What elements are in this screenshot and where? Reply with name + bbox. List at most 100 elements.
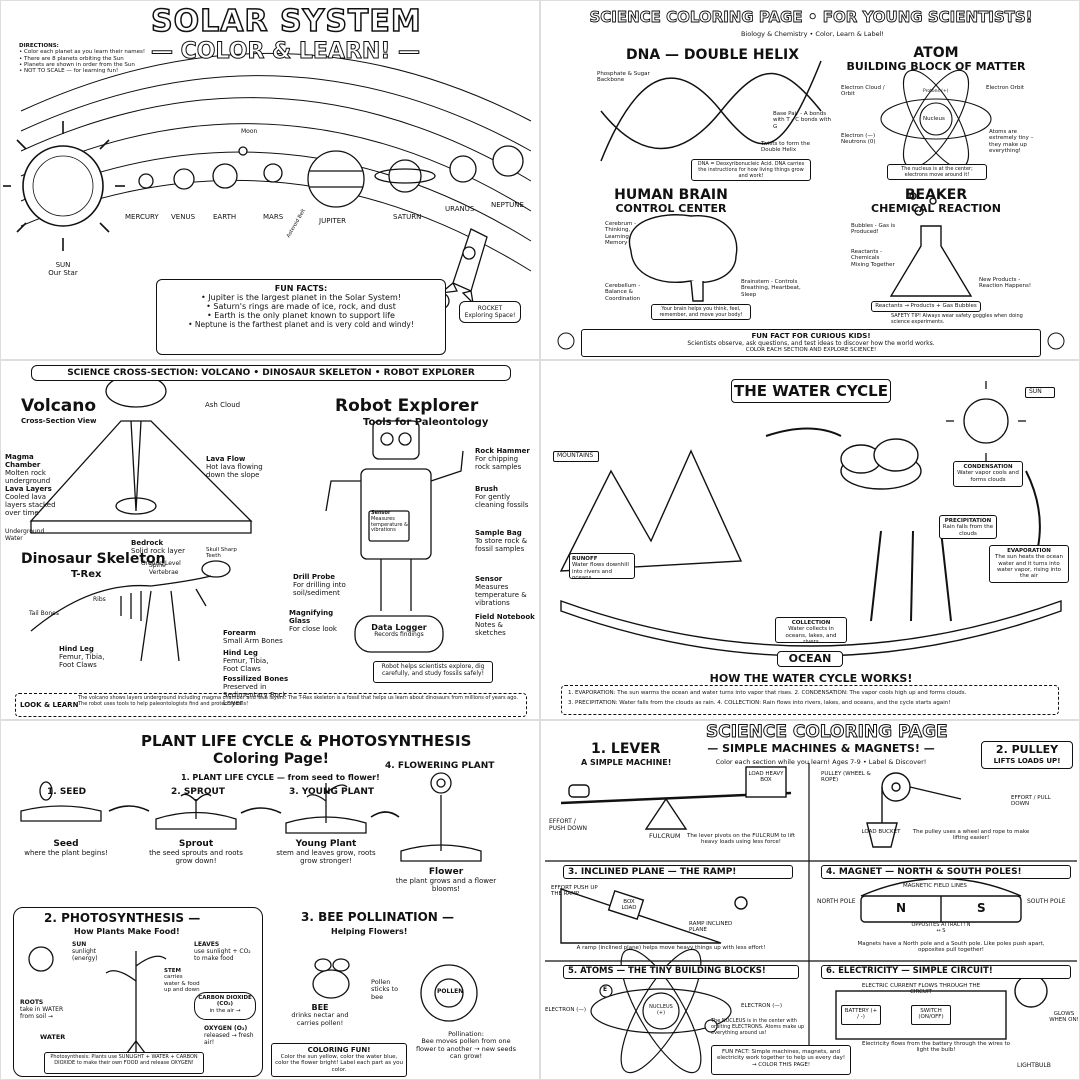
lightbulb-label: LIGHTBULB — [1017, 1062, 1051, 1069]
bar-magnet-icon — [860, 877, 1022, 923]
glass-name: Magnifying Glass — [289, 609, 334, 626]
water-how-heading: HOW THE WATER CYCLE WORKS! — [709, 672, 913, 685]
machines-drawings — [545, 763, 1077, 1074]
hindleg-left-name: Hind Leg — [59, 645, 94, 653]
atom-tiny-label: Atoms are extremely tiny – they make up … — [989, 129, 1034, 154]
sensor-body-name: Sensor — [371, 510, 391, 516]
mountains-label: MOUNTAINS — [553, 451, 599, 462]
volcano-icon — [29, 374, 253, 534]
ramp-label: RAMP INCLINED PLANE — [689, 921, 733, 934]
soil-young-icon — [285, 816, 367, 834]
fulcrum-label: FULCRUM — [649, 832, 681, 840]
young-name: Young Plant — [295, 839, 357, 849]
photo-sub: How Plants Make Food! — [74, 927, 180, 936]
precipitation-sub: Rain falls from the clouds — [942, 524, 994, 537]
uranus-icon — [449, 155, 477, 183]
pulley-label: PULLEY (WHEEL & ROPE) — [821, 771, 871, 784]
beaker-bubbles-label: Bubbles - Gas is Produced! — [851, 223, 896, 236]
direction-4: • NOT TO SCALE — for learning fun! — [19, 68, 119, 75]
brain-cerebrum-label: Cerebrum - Thinking, Learning, Memory — [605, 221, 637, 246]
glows-label: GLOWS WHEN ON! — [1049, 1011, 1079, 1024]
collection-sub: Water collects in oceans, lakes, and riv… — [785, 626, 837, 645]
science-fun-sub: COLOR EACH SECTION AND EXPLORE SCIENCE! — [745, 347, 877, 353]
collection-name: COLLECTION — [791, 620, 831, 626]
mercury-label: MERCURY — [125, 213, 159, 221]
brain-cerebellum-label: Cerebellum - Balance & Coordination — [605, 283, 641, 302]
soil-flower-icon — [400, 844, 482, 862]
cross-section-panel: SCIENCE CROSS-SECTION: VOLCANO • DINOSAU… — [0, 360, 540, 720]
oxygen-label: OXYGEN (O₂)released → fresh air! — [204, 1025, 260, 1047]
science-fun-text: Scientists observe, ask questions, and t… — [687, 340, 935, 347]
pollination-text: Bee moves pollen from one flower to anot… — [415, 1037, 517, 1061]
machines-title: SCIENCE COLORING PAGE — [706, 722, 949, 742]
stem-sub: carries water & food up and down — [164, 974, 200, 993]
flower-name: Flower — [428, 867, 464, 877]
atoms-note: The NUCLEUS is in the center with orbiti… — [711, 1018, 805, 1036]
logger-name: Data Logger — [371, 623, 427, 632]
water-cycle-drawing — [559, 381, 1062, 657]
lever-note: The lever pivots on the FULCRUM to lift … — [686, 833, 796, 846]
water-sun-label: SUN — [1025, 387, 1055, 398]
skull-label: Skull Sharp Teeth — [206, 547, 237, 560]
arrow-2-icon — [240, 807, 282, 814]
solar-title-2: — COLOR & LEARN! — — [151, 38, 421, 64]
electron-left-label: ELECTRON (—) — [545, 1007, 587, 1013]
robot-icon — [325, 420, 464, 653]
cross-section-drawings — [29, 374, 464, 662]
atom-nucleus-label: Nucleus — [923, 116, 945, 122]
dna-title: DNA — DOUBLE HELIX — [626, 47, 800, 63]
runoff-name: RUNOFF — [572, 556, 598, 562]
direction-2: • There are 8 planets orbiting the Sun — [19, 55, 124, 62]
sensor-name: Sensor — [475, 575, 503, 583]
switch-label: SWITCH (ON/OFF) — [911, 1005, 951, 1025]
ocean-label: OCEAN — [777, 651, 843, 667]
water-title: THE WATER CYCLE — [731, 379, 891, 403]
plant-panel: PLANT LIFE CYCLE & PHOTOSYNTHESIS Colori… — [0, 720, 540, 1080]
brain-title-2: CONTROL CENTER — [615, 202, 727, 215]
fun-facts-heading: FUN FACTS: — [274, 284, 328, 293]
bag-name: Sample Bag — [475, 529, 522, 537]
bedrock-name: Bedrock — [131, 539, 164, 547]
ocean-basin — [560, 600, 1062, 657]
lightbulb-icon — [1014, 974, 1048, 1008]
venus-label: VENUS — [171, 213, 196, 221]
seed-icon — [39, 781, 53, 801]
solar-system-panel: SOLAR SYSTEM — COLOR & LEARN! — DIRECTIO… — [0, 0, 540, 360]
s-label: S — [977, 901, 986, 915]
pollination-name: Pollination: — [448, 1030, 484, 1038]
plant-cycle-heading: 1. PLANT LIFE CYCLE — from seed to flowe… — [181, 773, 380, 782]
pulley-icon — [866, 772, 962, 848]
co2-label: CARBON DIOXIDE (CO₂)in the air → — [194, 992, 256, 1020]
look-learn-heading: LOOK & LEARN — [20, 701, 79, 709]
hindleg-right-sub: Femur, Tibia, Foot Claws — [223, 657, 269, 674]
science-fun-heading: FUN FACT FOR CURIOUS KIDS! — [751, 332, 871, 340]
inclined-plane-icon — [560, 888, 748, 944]
runoff-sub: Water flows downhill into rivers and oce… — [572, 562, 629, 581]
jupiter-icon — [307, 150, 365, 208]
layers-sub: Cooled lava layers stacked over time — [5, 493, 56, 518]
drill-sub: For drilling into soil/sediment — [293, 581, 346, 598]
bee-icon — [312, 958, 350, 999]
magnet-title: 4. MAGNET — NORTH & SOUTH POLES! — [821, 865, 1071, 879]
plant-title-2: Coloring Page! — [212, 751, 330, 767]
battery-label: BATTERY (+ / -) — [841, 1005, 881, 1025]
science-subtitle: Biology & Chemistry • Color, Learn & Lab… — [741, 30, 885, 38]
venus-icon — [173, 168, 195, 190]
seed-name: Seed — [53, 839, 79, 849]
dna-note: DNA = Deoxyribonucleic Acid. DNA carries… — [691, 159, 811, 181]
fossil-sub: Preserved in Sedimentary Rock Layer — [223, 683, 287, 708]
stage-2: 2. SPROUT — [171, 787, 225, 797]
dna-backbone-label: Phosphate & Sugar Backbone — [597, 71, 650, 84]
beaker-title-1: BEAKER — [904, 187, 968, 203]
forearm-sub: Small Arm Bones — [223, 637, 283, 646]
science-fun-box: FUN FACT FOR CURIOUS KIDS! Scientists ob… — [581, 329, 1041, 357]
